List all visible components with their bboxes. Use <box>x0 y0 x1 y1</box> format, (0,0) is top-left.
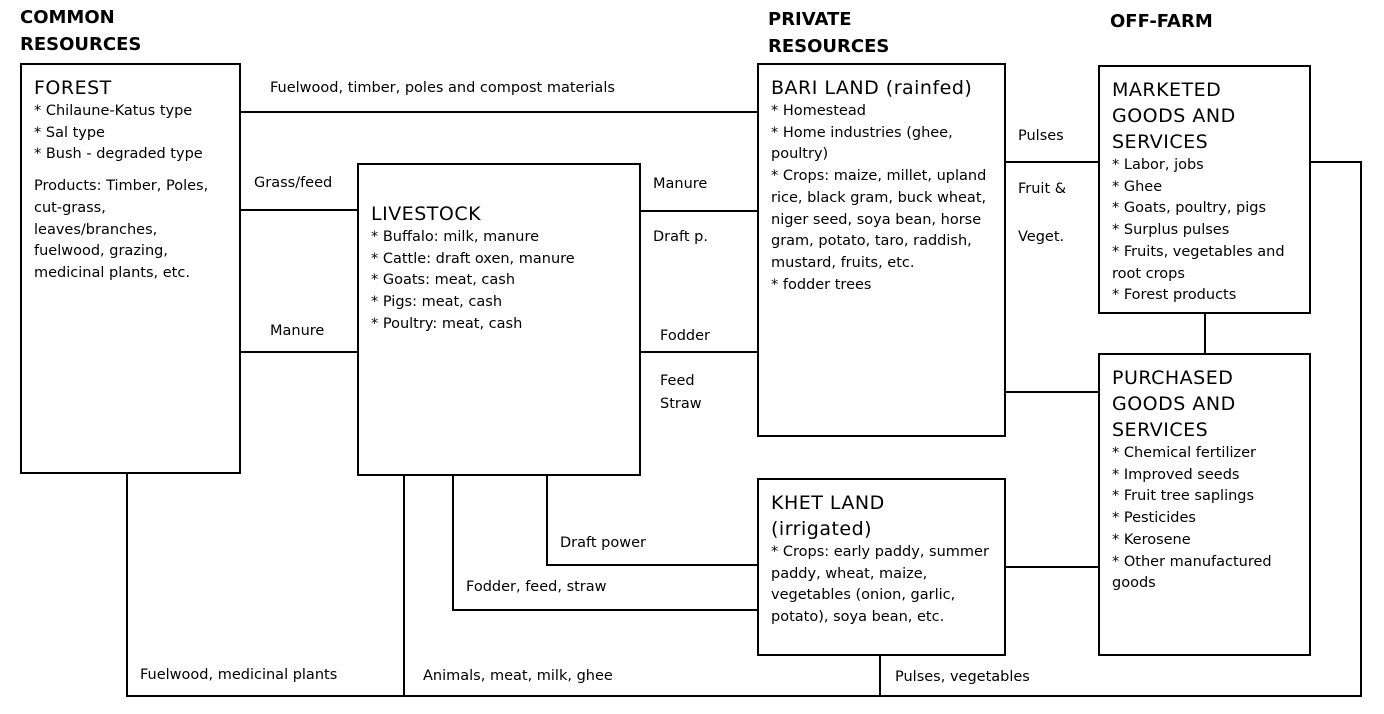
flow-label-manure-right: Manure <box>653 176 708 192</box>
marketed-item: * Labor, jobs <box>1112 157 1204 173</box>
connector-livestock-bottom <box>403 475 405 697</box>
livestock-item: * Goats: meat, cash <box>371 272 516 289</box>
forest-item: * Bush - degraded type <box>34 146 203 163</box>
livestock-box: LIVESTOCK * Buffalo: milk, manure * Catt… <box>357 163 641 476</box>
flow-label-fodder: Fodder <box>660 328 710 344</box>
marketed-item: * Ghee <box>1112 178 1163 195</box>
connector-forest-bari <box>240 111 758 113</box>
flow-label-fodder-feed-straw: Fodder, feed, straw <box>466 579 607 595</box>
connector-livestock-draft <box>546 475 548 566</box>
purchased-item: * Chemical fertilizer <box>1112 445 1256 461</box>
khet-land-box: KHET LAND (irrigated) * Crops: early pad… <box>757 478 1006 656</box>
livestock-item: * Pigs: meat, cash <box>371 294 503 311</box>
forest-item: * Chilaune-Katus type <box>34 103 193 119</box>
purchased-item: * Improved seeds <box>1112 466 1240 483</box>
connector-khet-purchased <box>1005 566 1099 568</box>
connector-khet-bottom <box>879 655 881 697</box>
forest-box: FOREST * Chilaune-Katus type * Sal type … <box>20 63 241 474</box>
livestock-item: * Poultry: meat, cash <box>371 315 523 332</box>
flow-label-draft-power: Draft power <box>560 535 646 551</box>
livestock-item: * Buffalo: milk, manure <box>371 229 540 245</box>
purchased-goods-box: PURCHASED GOODS AND SERVICES * Chemical … <box>1098 353 1311 656</box>
flow-label-pulses: Pulses <box>1018 128 1064 144</box>
header-common-resources: COMMON RESOURCES <box>20 7 142 55</box>
connector-livestock-bari-fodder <box>640 351 758 353</box>
connector-marketed-loop <box>1310 161 1362 163</box>
connector-forest-livestock-manure <box>240 351 358 353</box>
khet-title: KHET LAND (irrigated) <box>771 492 885 540</box>
connector-forest-bottom <box>126 473 128 697</box>
flow-label-fuelwood-medicinal: Fuelwood, medicinal plants <box>140 667 338 683</box>
connector-bari-purchased <box>1005 391 1099 393</box>
flow-label-pulses-vegetables: Pulses, vegetables <box>895 669 1030 685</box>
livestock-title: LIVESTOCK <box>371 203 482 225</box>
connector-forest-livestock-grass <box>240 209 358 211</box>
marketed-item: * Surplus pulses <box>1112 222 1230 239</box>
forest-item: * Sal type <box>34 124 105 141</box>
bari-item: * Crops: maize, millet, upland rice, bla… <box>771 168 991 271</box>
bari-title: BARI LAND (rainfed) <box>771 77 973 99</box>
marketed-title: MARKETED GOODS AND SERVICES <box>1112 79 1236 153</box>
connector-livestock-fodder <box>452 475 454 611</box>
bari-item: * Home industries (ghee, poultry) <box>771 124 958 163</box>
connector-bottom <box>126 695 1362 697</box>
khet-item: * Crops: early paddy, summer paddy, whea… <box>771 544 994 626</box>
purchased-item: * Fruit tree saplings <box>1112 488 1255 505</box>
marketed-item: * Fruits, vegetables and root crops <box>1112 243 1290 282</box>
bari-land-box: BARI LAND (rainfed) * Homestead * Home i… <box>757 63 1006 437</box>
flow-label-manure-left: Manure <box>270 323 325 339</box>
purchased-item: * Pesticides <box>1112 510 1196 527</box>
purchased-item: * Kerosene <box>1112 531 1191 548</box>
bari-item: * fodder trees <box>771 276 872 293</box>
flow-label-animals-meat: Animals, meat, milk, ghee <box>423 668 613 684</box>
marketed-item: * Goats, poultry, pigs <box>1112 200 1267 217</box>
forest-title: FOREST <box>34 77 112 99</box>
forest-products: Products: Timber, Poles, cut-grass, leav… <box>34 178 213 281</box>
marketed-goods-box: MARKETED GOODS AND SERVICES * Labor, job… <box>1098 65 1311 314</box>
connector-fodder-khet <box>452 609 758 611</box>
bari-item: * Homestead <box>771 103 866 119</box>
forest-spacer <box>34 166 229 176</box>
connector-draft-khet <box>546 564 758 566</box>
flow-label-grass-feed: Grass/feed <box>254 175 333 191</box>
flow-label-feed-straw: Feed Straw <box>660 373 702 412</box>
purchased-item: * Other manufactured goods <box>1112 553 1277 592</box>
header-private-resources: PRIVATE RESOURCES <box>768 9 890 57</box>
marketed-item: * Forest products <box>1112 287 1237 304</box>
flow-label-draft-p: Draft p. <box>653 229 708 245</box>
flow-label-fruit-veget: Fruit & Veget. <box>1018 181 1067 245</box>
purchased-title: PURCHASED GOODS AND SERVICES <box>1112 367 1236 441</box>
header-off-farm: OFF-FARM <box>1110 11 1213 32</box>
connector-livestock-bari-manure <box>640 210 758 212</box>
connector-marketed-purchased <box>1204 313 1206 354</box>
connector-bari-marketed <box>1005 161 1099 163</box>
livestock-item: * Cattle: draft oxen, manure <box>371 250 575 267</box>
connector-right-loop <box>1360 161 1362 697</box>
flow-label-fuelwood-timber: Fuelwood, timber, poles and compost mate… <box>270 80 615 96</box>
